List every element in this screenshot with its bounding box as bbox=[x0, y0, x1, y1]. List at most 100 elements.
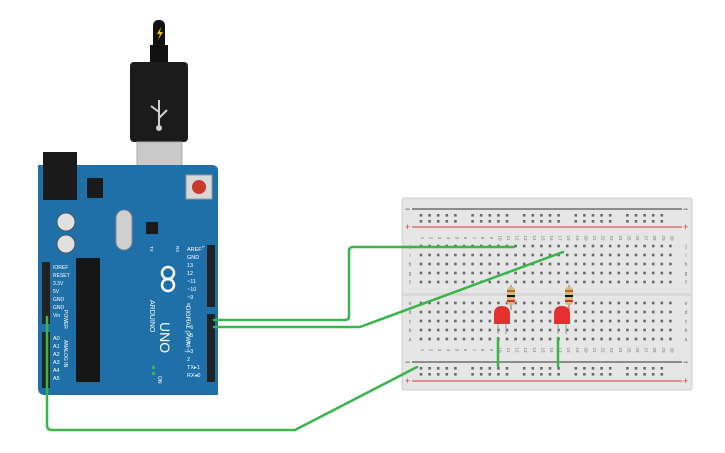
breadboard-hole[interactable] bbox=[428, 301, 431, 305]
breadboard-hole[interactable] bbox=[497, 253, 500, 257]
breadboard-hole[interactable] bbox=[574, 301, 578, 305]
rail-hole[interactable] bbox=[643, 214, 646, 217]
breadboard-hole[interactable] bbox=[522, 337, 526, 341]
breadboard-hole[interactable] bbox=[428, 337, 431, 341]
breadboard-hole[interactable] bbox=[608, 310, 612, 314]
breadboard-hole[interactable] bbox=[591, 244, 595, 248]
breadboard-hole[interactable] bbox=[514, 328, 517, 332]
breadboard-hole[interactable] bbox=[419, 319, 423, 323]
breadboard-hole[interactable] bbox=[660, 328, 664, 332]
breadboard-hole[interactable] bbox=[497, 280, 500, 284]
breadboard-hole[interactable] bbox=[617, 310, 621, 314]
breadboard-hole[interactable] bbox=[419, 262, 423, 266]
breadboard-hole[interactable] bbox=[514, 244, 517, 248]
rail-hole[interactable] bbox=[557, 367, 560, 370]
rail-hole[interactable] bbox=[479, 367, 483, 370]
rail-hole[interactable] bbox=[651, 214, 655, 217]
breadboard-hole[interactable] bbox=[436, 337, 440, 341]
breadboard-hole[interactable] bbox=[574, 262, 578, 266]
rail-hole[interactable] bbox=[522, 214, 526, 217]
rail-hole[interactable] bbox=[660, 220, 664, 223]
rail-hole[interactable] bbox=[522, 367, 526, 370]
breadboard-hole[interactable] bbox=[479, 271, 483, 275]
breadboard-hole[interactable] bbox=[608, 328, 612, 332]
breadboard-hole[interactable] bbox=[660, 310, 664, 314]
breadboard-hole[interactable] bbox=[583, 244, 586, 248]
rail-hole[interactable] bbox=[419, 214, 423, 217]
breadboard-hole[interactable] bbox=[505, 328, 509, 332]
breadboard-hole[interactable] bbox=[557, 271, 560, 275]
breadboard-hole[interactable] bbox=[514, 262, 517, 266]
breadboard-hole[interactable] bbox=[471, 310, 474, 314]
breadboard-hole[interactable] bbox=[591, 262, 595, 266]
breadboard-hole[interactable] bbox=[540, 319, 543, 323]
breadboard-hole[interactable] bbox=[531, 280, 535, 284]
breadboard-hole[interactable] bbox=[488, 280, 492, 284]
rail-hole[interactable] bbox=[488, 220, 492, 223]
breadboard-hole[interactable] bbox=[608, 253, 612, 257]
breadboard-hole[interactable] bbox=[436, 301, 440, 305]
breadboard-hole[interactable] bbox=[617, 301, 621, 305]
breadboard-hole[interactable] bbox=[454, 328, 457, 332]
breadboard-hole[interactable] bbox=[565, 262, 569, 266]
rail-hole[interactable] bbox=[540, 214, 543, 217]
breadboard-hole[interactable] bbox=[488, 319, 492, 323]
rail-hole[interactable] bbox=[428, 373, 431, 376]
breadboard-hole[interactable] bbox=[462, 328, 466, 332]
rail-hole[interactable] bbox=[583, 367, 586, 370]
breadboard-hole[interactable] bbox=[669, 271, 672, 275]
breadboard-hole[interactable] bbox=[600, 280, 603, 284]
breadboard-hole[interactable] bbox=[479, 262, 483, 266]
rail-hole[interactable] bbox=[505, 220, 509, 223]
power-header[interactable] bbox=[42, 262, 50, 324]
breadboard-hole[interactable] bbox=[548, 244, 552, 248]
rail-hole[interactable] bbox=[436, 367, 440, 370]
breadboard-hole[interactable] bbox=[626, 253, 629, 257]
breadboard-hole[interactable] bbox=[419, 301, 423, 305]
breadboard-hole[interactable] bbox=[419, 328, 423, 332]
rail-hole[interactable] bbox=[591, 220, 595, 223]
breadboard-hole[interactable] bbox=[583, 280, 586, 284]
breadboard-hole[interactable] bbox=[514, 337, 517, 341]
rail-hole[interactable] bbox=[445, 367, 449, 370]
breadboard-hole[interactable] bbox=[471, 271, 474, 275]
rail-hole[interactable] bbox=[522, 220, 526, 223]
breadboard-hole[interactable] bbox=[522, 253, 526, 257]
breadboard-hole[interactable] bbox=[600, 310, 603, 314]
breadboard-hole[interactable] bbox=[514, 319, 517, 323]
breadboard-hole[interactable] bbox=[497, 262, 500, 266]
breadboard-hole[interactable] bbox=[462, 271, 466, 275]
breadboard-hole[interactable] bbox=[548, 328, 552, 332]
breadboard-hole[interactable] bbox=[522, 262, 526, 266]
digital-header-top[interactable] bbox=[207, 245, 215, 307]
breadboard-hole[interactable] bbox=[548, 310, 552, 314]
breadboard-hole[interactable] bbox=[548, 262, 552, 266]
rail-hole[interactable] bbox=[643, 367, 646, 370]
breadboard-hole[interactable] bbox=[436, 319, 440, 323]
breadboard-hole[interactable] bbox=[651, 337, 655, 341]
breadboard-hole[interactable] bbox=[626, 310, 629, 314]
breadboard-hole[interactable] bbox=[522, 244, 526, 248]
breadboard-hole[interactable] bbox=[565, 271, 569, 275]
breadboard-hole[interactable] bbox=[531, 337, 535, 341]
breadboard-hole[interactable] bbox=[557, 253, 560, 257]
rail-hole[interactable] bbox=[540, 367, 543, 370]
rail-hole[interactable] bbox=[479, 373, 483, 376]
breadboard-hole[interactable] bbox=[634, 319, 638, 323]
breadboard-hole[interactable] bbox=[600, 301, 603, 305]
breadboard-hole[interactable] bbox=[514, 280, 517, 284]
rail-hole[interactable] bbox=[651, 367, 655, 370]
breadboard-hole[interactable] bbox=[583, 319, 586, 323]
breadboard-hole[interactable] bbox=[651, 328, 655, 332]
rail-hole[interactable] bbox=[488, 214, 492, 217]
breadboard-hole[interactable] bbox=[479, 253, 483, 257]
rail-hole[interactable] bbox=[634, 367, 638, 370]
breadboard-hole[interactable] bbox=[505, 337, 509, 341]
breadboard-hole[interactable] bbox=[643, 253, 646, 257]
rail-hole[interactable] bbox=[600, 367, 603, 370]
wires[interactable] bbox=[45, 245, 565, 432]
breadboard-hole[interactable] bbox=[669, 280, 672, 284]
breadboard-hole[interactable] bbox=[488, 328, 492, 332]
breadboard-hole[interactable] bbox=[540, 244, 543, 248]
